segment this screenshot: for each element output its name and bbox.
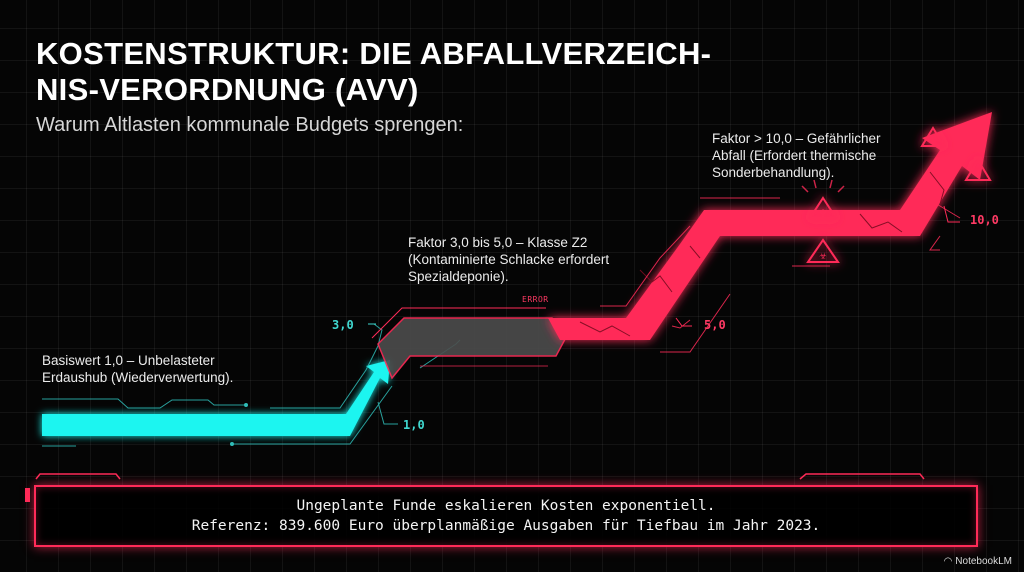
annotation-hazardous-waste: Faktor > 10,0 – Gefährlicher Abfall (Erf… [712, 130, 912, 181]
notebooklm-logo-icon: ◠ [943, 556, 953, 567]
value-label-5: 5,0 [704, 318, 726, 332]
title-line-2: NIS-VERORDNUNG (AVV) [36, 72, 419, 107]
annotation-high-line-1: Faktor > 10,0 – Gefährlicher [712, 131, 881, 146]
title-line-1: KOSTENSTRUKTUR: DIE ABFALLVERZEICH- [36, 36, 712, 71]
svg-text:!: ! [931, 137, 935, 147]
page-subtitle: Warum Altlasten kommunale Budgets spreng… [36, 114, 464, 136]
annotation-high-line-3: Sonderbehandlung). [712, 165, 835, 180]
annotation-high-line-2: Abfall (Erfordert thermische [712, 148, 877, 163]
svg-text:☣: ☣ [819, 252, 827, 262]
gray-mid-segment [371, 307, 571, 380]
annotation-mid-line-2: (Kontaminierte Schlacke erfordert [408, 252, 610, 267]
annotation-base-value: Basiswert 1,0 – Unbelasteter Erdaushub (… [42, 352, 302, 386]
red-escalating-arrow [548, 112, 992, 340]
footer-line-1: Ungeplante Funde eskalieren Kosten expon… [296, 498, 716, 514]
svg-text:!: ! [976, 171, 980, 181]
annotation-z2-class: Faktor 3,0 bis 5,0 – Klasse Z2 (Kontamin… [408, 234, 688, 285]
brand-label: NotebookLM [955, 556, 1012, 567]
svg-text:!: ! [821, 209, 825, 219]
value-label-3: 3,0 [332, 318, 354, 332]
annotation-mid-line-3: Spezialdeponie). [408, 269, 509, 284]
value-label-10: 10,0 [970, 213, 999, 227]
footer-callout-box: Ungeplante Funde eskalieren Kosten expon… [34, 485, 978, 547]
annotation-mid-line-1: Faktor 3,0 bis 5,0 – Klasse Z2 [408, 235, 588, 250]
brand-watermark: ◠ NotebookLM [944, 556, 1012, 567]
page-title: KOSTENSTRUKTUR: DIE ABFALLVERZEICH- NIS-… [36, 36, 796, 108]
error-tag: ERROR [522, 295, 549, 304]
cyan-base-arrow [42, 360, 390, 436]
annotation-base-line-1: Basiswert 1,0 – Unbelasteter [42, 353, 215, 368]
value-label-1: 1,0 [403, 418, 425, 432]
footer-line-2: Referenz: 839.600 Euro überplanmäßige Au… [191, 518, 821, 534]
annotation-base-line-2: Erdaushub (Wiederverwertung). [42, 370, 234, 385]
warning-triangle-icons [806, 126, 992, 263]
